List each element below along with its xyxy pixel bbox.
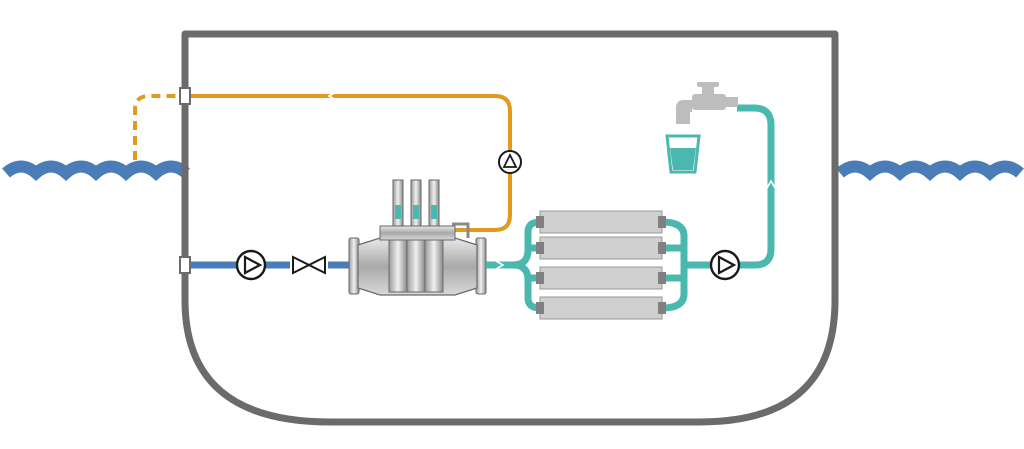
filter-column: [392, 179, 404, 227]
membrane-end-cap: [536, 302, 544, 314]
membrane-housings: [536, 210, 666, 320]
membrane-manifold-pipe: [486, 104, 775, 312]
membrane-housing-icon: [539, 236, 663, 260]
sea-left-wave-icon: [2, 160, 190, 181]
membrane-housing-icon: [539, 210, 663, 234]
filter-body-segment: [406, 239, 426, 293]
filter-column-window: [413, 205, 419, 219]
membrane-end-cap: [536, 272, 544, 284]
hull-penetration-upper: [179, 87, 191, 105]
filter-column-window: [395, 205, 401, 219]
product-pump-icon: [709, 249, 741, 281]
membrane-end-cap: [658, 302, 666, 314]
membrane-end-cap: [658, 242, 666, 254]
membrane-end-cap: [536, 216, 544, 228]
filter-body-segment: [424, 239, 444, 293]
brine-discharge-line: [133, 91, 522, 232]
membrane-end-cap: [658, 216, 666, 228]
brine-pump-icon: [498, 150, 522, 174]
sea-right-wave-icon: [836, 160, 1024, 181]
pretreatment-filter-unit-icon: [348, 179, 487, 296]
faucet-icon: [676, 82, 738, 124]
filter-column: [410, 179, 422, 227]
check-valve-icon: [290, 255, 328, 275]
membrane-end-cap: [658, 272, 666, 284]
product-flow-arrow-icon-vertical: [766, 179, 776, 189]
wave-crest: [836, 160, 1024, 181]
membrane-housing-icon: [539, 266, 663, 290]
seawater-intake-line: [179, 249, 350, 281]
brine-flow-arrow-icon: [327, 91, 337, 101]
filter-column-window: [431, 205, 437, 219]
membrane-end-cap: [536, 242, 544, 254]
filter-body-segment: [388, 239, 408, 293]
brine-overboard-dashed-pipe: [133, 94, 185, 160]
wave-crest: [2, 160, 190, 181]
product-water-line: [486, 104, 776, 320]
filter-columns: [388, 179, 444, 293]
hull-penetration-lower: [179, 256, 191, 274]
filter-column: [428, 179, 440, 227]
ship-hull: [181, 30, 839, 426]
intake-pump-icon: [235, 249, 267, 281]
product-flow-arrow-icon: [495, 260, 505, 270]
brine-pipe: [185, 94, 512, 232]
cup-icon: [665, 134, 701, 174]
membrane-housing-icon: [539, 296, 663, 320]
